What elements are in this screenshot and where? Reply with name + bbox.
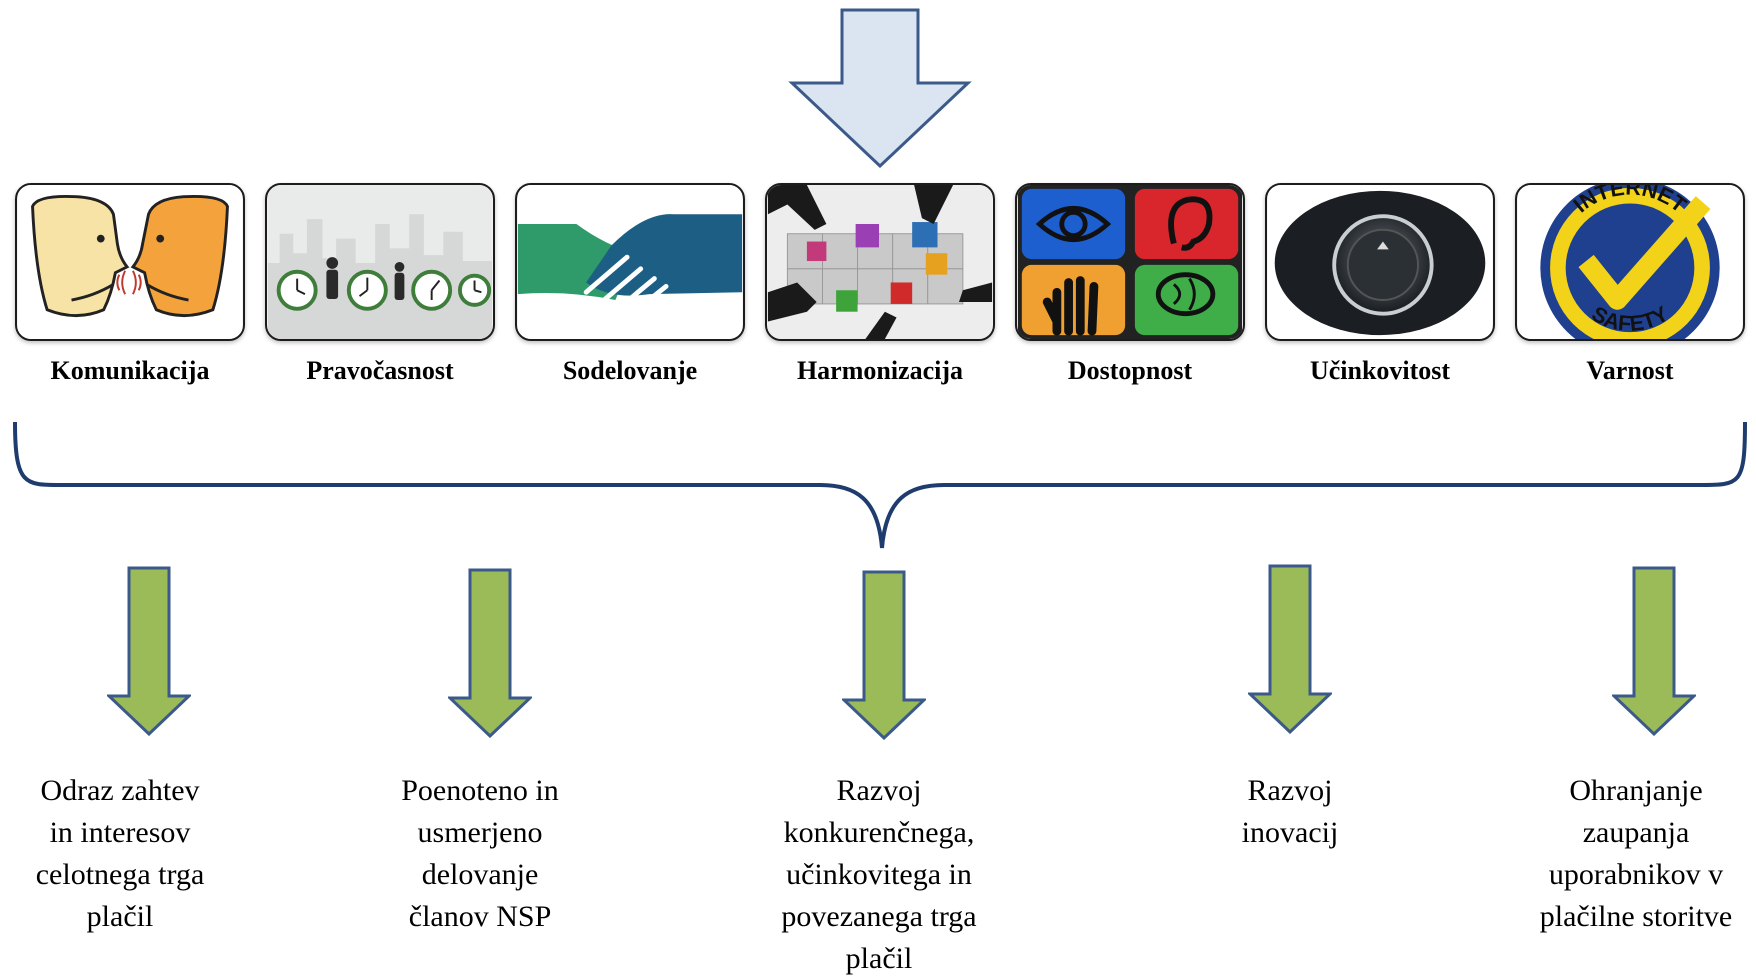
pillar-label-komunikacija: Komunikacija <box>50 356 210 385</box>
pillar-label-varnost: Varnost <box>1586 356 1674 385</box>
down-arrow-5 <box>1612 566 1696 736</box>
puzzle-hands-icon <box>767 185 993 339</box>
outcome-4: Razvoj inovacij <box>1241 774 1339 849</box>
pillar-label-dostopnost: Dostopnost <box>1067 356 1193 385</box>
varnost-image: INTERNET SAFETY <box>1515 183 1745 341</box>
pravocasnost-image <box>265 183 495 341</box>
outcome-2: Poenoteno in usmerjeno delovanje članov … <box>401 774 559 933</box>
outcome-1: Odraz zahtev in interesov celotnega trga… <box>35 774 205 933</box>
down-arrow-3 <box>842 570 926 740</box>
sodelovanje-image <box>515 183 745 341</box>
outcome-5: Ohranjanje zaupanja uporabnikov v plačil… <box>1539 774 1733 933</box>
grouping-brace <box>13 421 1747 549</box>
outcome-3: Razvoj konkurenčnega, učinkovitega in po… <box>781 774 977 975</box>
pillar-label-sodelovanje: Sodelovanje <box>562 356 698 385</box>
pillar-label-ucinkovitost: Učinkovitost <box>1309 356 1451 385</box>
talking-faces-icon <box>17 185 243 339</box>
dostopnost-image <box>1015 183 1245 341</box>
power-button-icon <box>1267 185 1493 339</box>
clocks-people-icon <box>267 185 493 339</box>
down-arrow-4 <box>1248 564 1332 734</box>
ucinkovitost-image <box>1265 183 1495 341</box>
pillar-label-pravocasnost: Pravočasnost <box>306 356 454 385</box>
senses-grid-icon <box>1017 185 1243 339</box>
harmonizacija-image <box>765 183 995 341</box>
down-arrow-2 <box>448 568 532 738</box>
komunikacija-image <box>15 183 245 341</box>
handshake-icon <box>517 185 743 339</box>
down-arrow-1 <box>107 566 191 736</box>
pillar-label-harmonizacija: Harmonizacija <box>796 356 964 385</box>
top-arrow <box>788 8 972 168</box>
internet-safety-badge-icon: INTERNET SAFETY <box>1517 185 1743 339</box>
